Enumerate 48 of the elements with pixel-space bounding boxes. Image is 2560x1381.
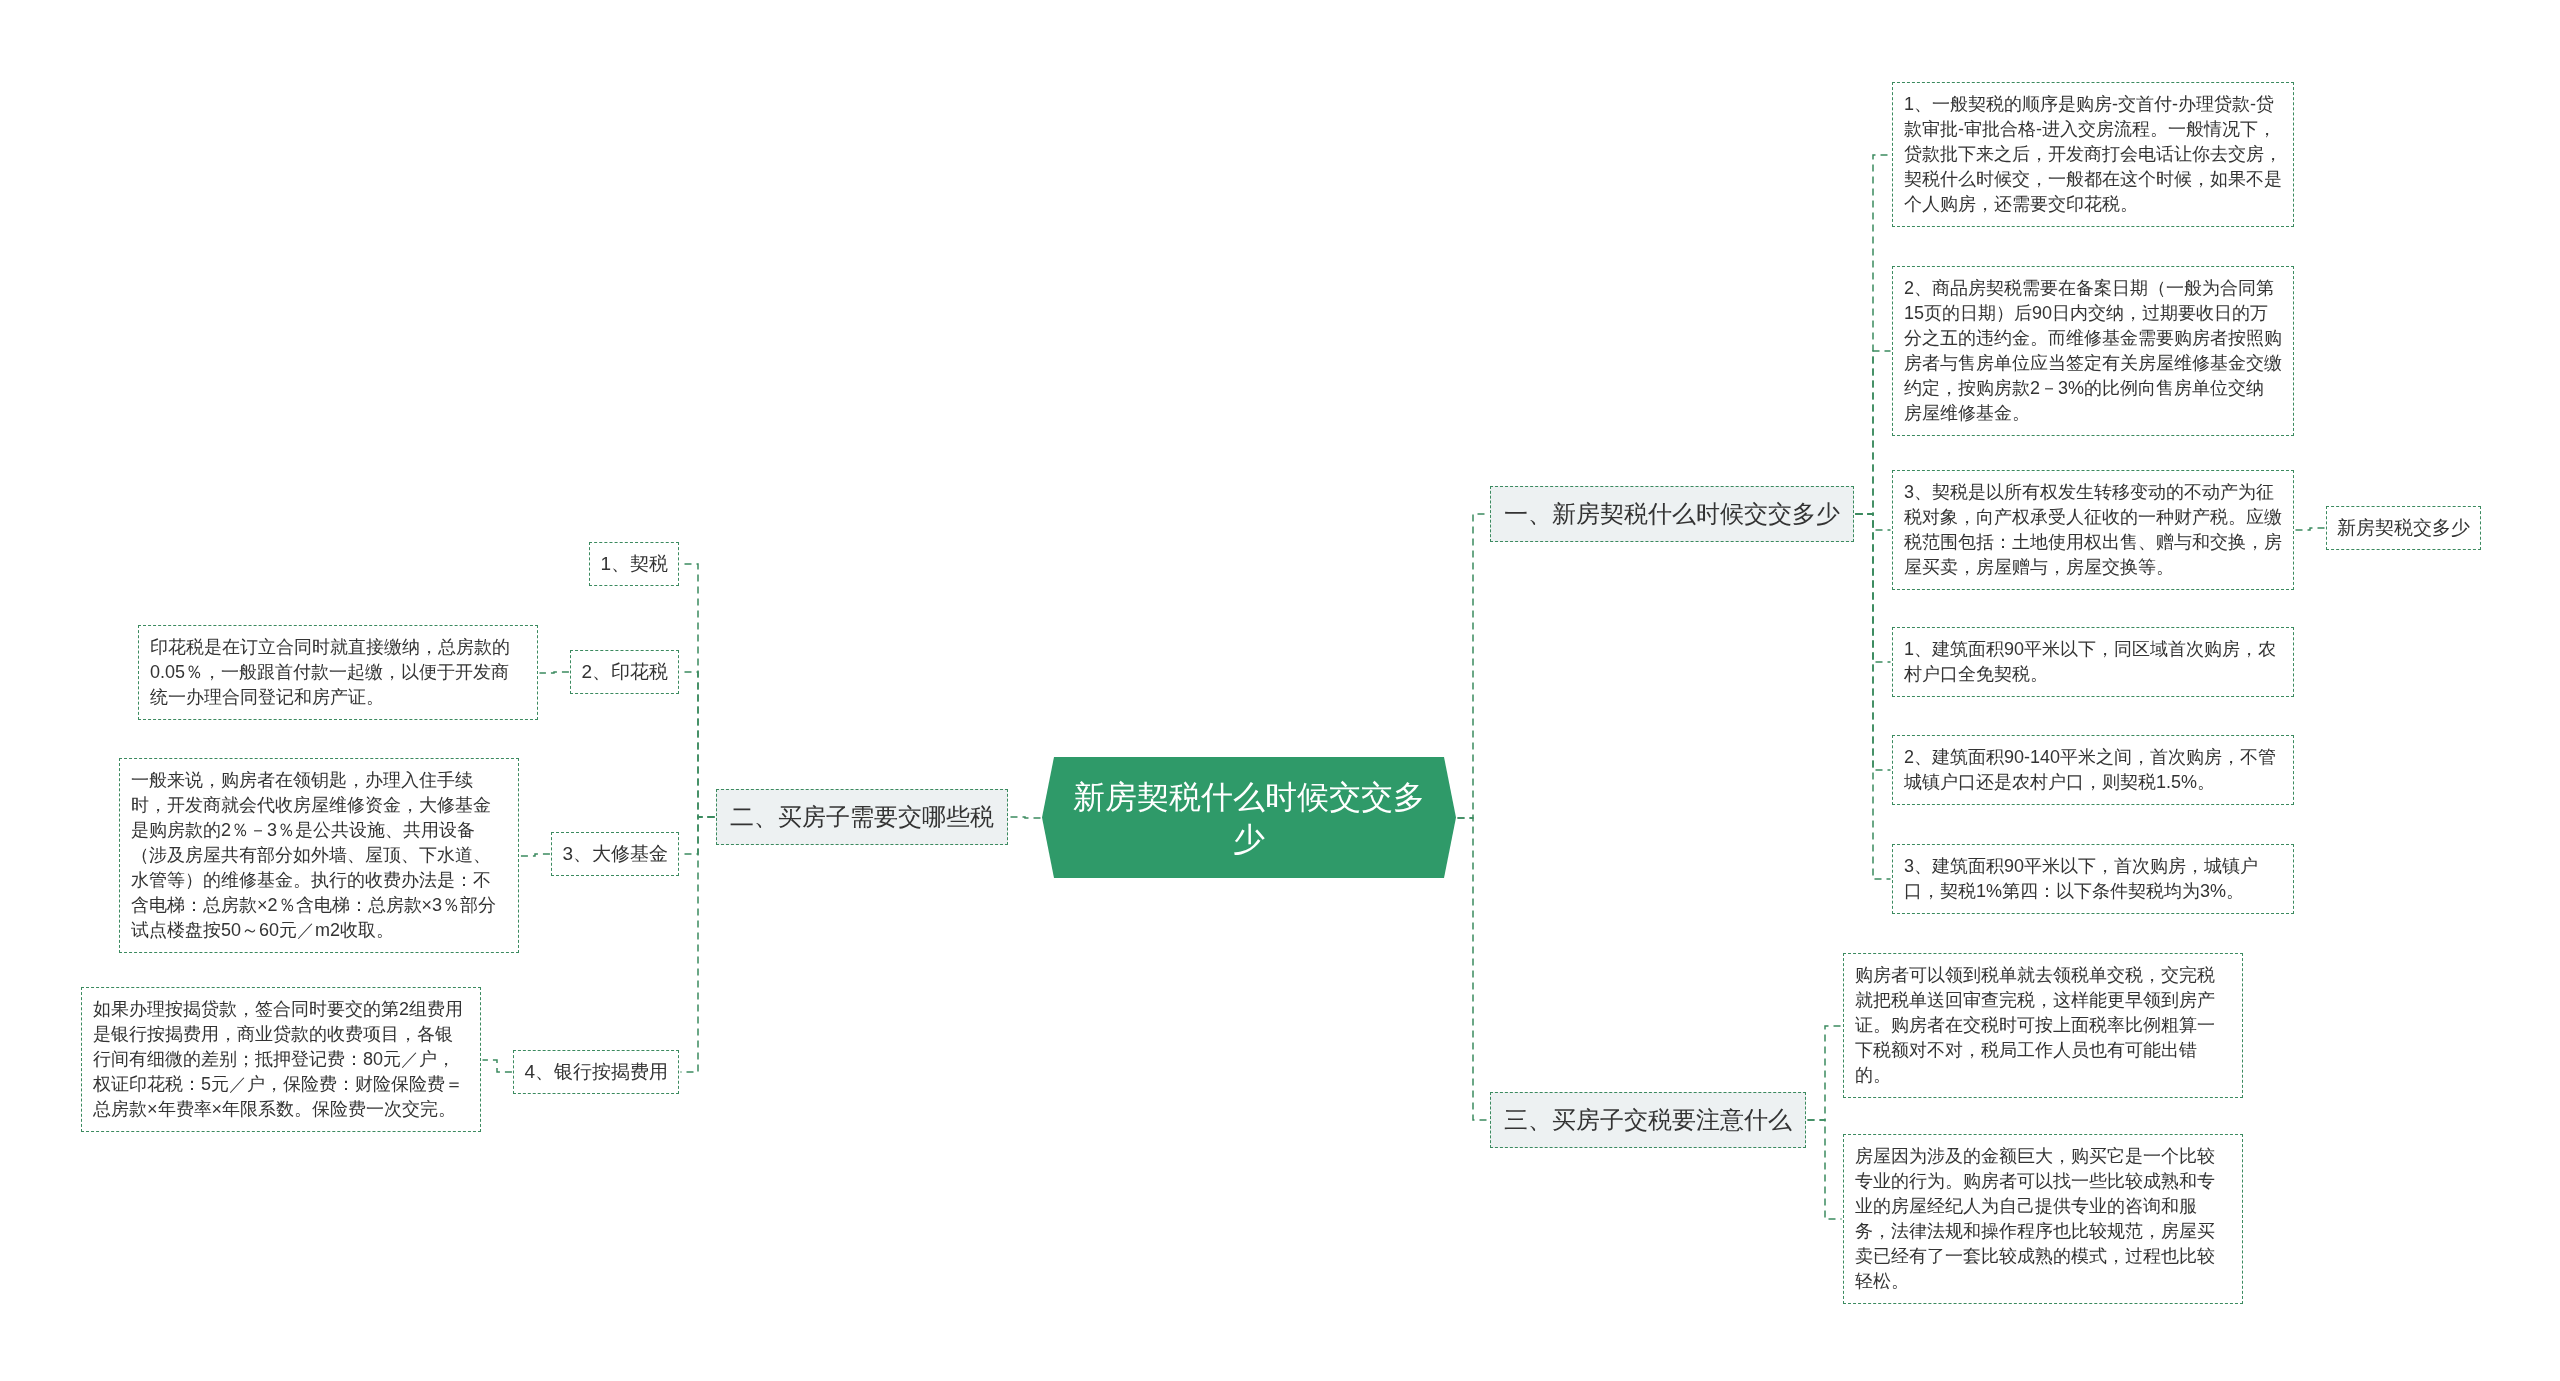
note-box xyxy=(1892,82,2294,227)
subtopic-label: 2、印花税 xyxy=(581,661,668,682)
branch-topic-box xyxy=(1490,1092,1806,1148)
subtopic-label: 3、大修基金 xyxy=(562,843,668,864)
note-box xyxy=(1843,953,2243,1098)
connector-line xyxy=(679,816,716,1073)
note-text: 购房者可以领到税单就去领税单交税，交完税就把税单送回审查完税，这样能更早领到房产证。购房者在交税时可按上面税率比例粗算一下税额对不对，税局工作人员也有可能出错的。 xyxy=(1855,964,2216,1087)
connector-line xyxy=(1008,816,1042,819)
note-box xyxy=(119,758,519,953)
connector-line xyxy=(519,853,551,857)
note-text: 3、契税是以所有权发生转移变动的不动产为征税对象，向产权承受人征收的一种财产税。应缴税范围包括：土地使用权出售、赠与和交换，房屋买卖，房屋赠与，房屋交换等。 xyxy=(1904,481,2282,579)
note-box xyxy=(81,987,481,1132)
branch-topic-box xyxy=(716,789,1008,845)
subtopic-box xyxy=(551,832,679,876)
note-box xyxy=(1843,1134,2243,1304)
note-box xyxy=(1892,844,2294,914)
root-topic-label: 新房契税什么时候交交多少 xyxy=(1072,777,1426,859)
connector-line xyxy=(2294,527,2326,531)
note-text: 2、商品房契税需要在备案日期（一般为合同第15页的日期）后90日内交纳，过期要收日的万分之五的违约金。而维修基金需要购房者按照购房者与售房单位应当签定有关房屋维修基金交缴约定，按购房款2－3%的比例向售房单位交纳房屋维修基金。 xyxy=(1904,277,2282,425)
note-box xyxy=(1892,266,2294,436)
note-text: 印花税是在订立合同时就直接缴纳，总房款的0.05％，一般跟首付款一起缴，以便于开发商统一办理合同登记和房产证。 xyxy=(150,636,511,709)
subtopic-label: 新房契税交多少 xyxy=(2337,517,2470,538)
subtopic-box xyxy=(513,1050,679,1094)
subtopic-box xyxy=(570,650,679,694)
branch-topic-label: 二、买房子需要交哪些税 xyxy=(730,803,994,830)
note-box xyxy=(138,625,538,720)
branch-topic-box xyxy=(1490,486,1854,542)
connector-line xyxy=(1456,817,1490,1121)
connector-line xyxy=(1854,513,1892,880)
note-text: 1、一般契税的顺序是购房-交首付-办理贷款-贷款审批-审批合格-进入交房流程。一般情况下，贷款批下来之后，开发商打会电话让你去交房，契税什么时候交，一般都在这个时候，如果不是个人购房，还需要交印花税。 xyxy=(1904,93,2282,216)
connector-line xyxy=(481,1059,513,1073)
subtopic-box xyxy=(589,542,679,586)
connector-line xyxy=(538,671,570,674)
note-box xyxy=(1892,470,2294,590)
branch-topic-label: 三、买房子交税要注意什么 xyxy=(1504,1106,1792,1133)
branch-topic-label: 一、新房契税什么时候交交多少 xyxy=(1504,500,1840,527)
note-text: 3、建筑面积90平米以下，首次购房，城镇户口，契税1%第四：以下条件契税均为3%。 xyxy=(1904,855,2260,903)
note-text: 如果办理按揭贷款，签合同时要交的第2组费用是银行按揭费用，商业贷款的收费项目，各银行间有细微的差别；抵押登记费：80元／户，权证印花税：5元／户，保险费：财险保险费＝总房款×年费率×年限系数。保险费一次交完。 xyxy=(93,998,464,1121)
note-text: 1、建筑面积90平米以下，同区域首次购房，农村户口全免契税。 xyxy=(1904,638,2278,686)
note-box xyxy=(1892,627,2294,697)
note-text: 房屋因为涉及的金额巨大，购买它是一个比较专业的行为。购房者可以找一些比较成熟和专业的房屋经纪人为自己提供专业的咨询和服务，法律法规和操作程序也比较规范，房屋买卖已经有了一套比较成熟的模式，过程也比较轻松。 xyxy=(1855,1145,2216,1293)
connector-line xyxy=(1806,1119,1843,1220)
subtopic-box xyxy=(2326,506,2481,550)
note-text: 一般来说，购房者在领钥匙，办理入住手续时，开发商就会代收房屋维修资金，大修基金是购房款的2％－3％是公共设施、共用设备（涉及房屋共有部分如外墙、屋顶、下水道、水管等）的维修基金。执行的收费办法是：不含电梯：总房款×2％含电梯：总房款×3％部分试点楼盘按50～60元／m2收取。 xyxy=(131,769,498,942)
note-text: 2、建筑面积90-140平米之间，首次购房，不管城镇户口还是农村户口，则契税1.5%。 xyxy=(1904,746,2278,794)
subtopic-label: 1、契税 xyxy=(600,553,668,574)
subtopic-label: 4、银行按揭费用 xyxy=(524,1061,668,1082)
note-box xyxy=(1892,735,2294,805)
